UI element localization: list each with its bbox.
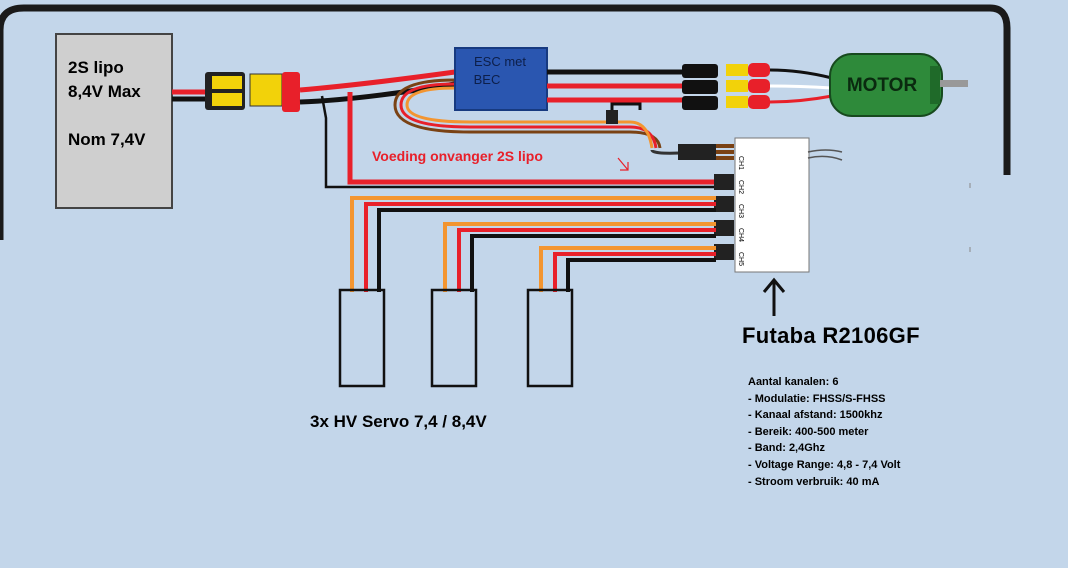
receiver-title: Futaba R2106GF	[742, 323, 920, 348]
motor-lead	[769, 94, 833, 104]
motor-bullet	[726, 64, 748, 76]
power-note-arrow	[617, 157, 629, 171]
motor-bullet	[726, 96, 748, 108]
esc-box	[454, 47, 548, 111]
servo3-ground-wire	[566, 258, 716, 292]
spare-lead	[610, 102, 642, 112]
receiver-channel-ch5: CH5	[737, 252, 744, 266]
receiver-channel-ch3: CH3	[737, 204, 744, 218]
motor-lead	[769, 68, 833, 80]
servo-label: 3x HV Servo 7,4 / 8,4V	[310, 412, 487, 431]
esc-label-line1: ESC met	[474, 54, 526, 69]
channel-connector	[714, 174, 734, 190]
servo2-power-wire	[457, 228, 716, 292]
channel-connector	[714, 220, 734, 236]
motor-plug-black	[682, 80, 718, 94]
receiver-pointer-arrowhead	[762, 277, 786, 293]
receiver-specs: Aantal kanalen: 6 - Modulatie: FHSS/S-FH…	[748, 374, 900, 490]
motor-plug-black	[682, 96, 718, 110]
bec-wire-orange	[405, 86, 654, 149]
bec-plug	[678, 144, 716, 160]
spec-line: - Modulatie: FHSS/S-FHSS	[748, 392, 886, 405]
receiver-channel-ch2: CH2	[737, 180, 744, 194]
battery-max-voltage: 8,4V Max	[68, 82, 141, 101]
spec-line: - Voltage Range: 4,8 - 7,4 Volt	[748, 458, 901, 471]
battery-connector-pin	[212, 93, 242, 106]
servo2-signal-wire	[443, 222, 716, 292]
channel-connector	[714, 196, 734, 212]
receiver-antenna	[807, 155, 843, 161]
motor-label: MOTOR	[847, 75, 918, 96]
servo1-power-wire	[364, 202, 716, 292]
motor-lead	[769, 84, 833, 90]
esc-connector-cap	[282, 72, 300, 112]
motor-bullet-cap	[748, 63, 770, 77]
receiver-power-note: Voeding onvanger 2S lipo	[372, 148, 543, 164]
esc-power-black	[299, 81, 456, 105]
servo-3	[526, 288, 574, 388]
servo1-signal-wire	[350, 196, 716, 292]
battery-box	[55, 33, 173, 209]
servo1-ground-wire	[377, 208, 716, 292]
receiver-box	[734, 137, 810, 273]
esc-connector-body	[249, 73, 283, 107]
spec-line: - Stroom verbruik: 40 mA	[748, 475, 880, 488]
servo-1	[338, 288, 386, 388]
motor-bullet-cap	[748, 95, 770, 109]
spec-line: - Bereik: 400-500 meter	[748, 425, 869, 438]
battery-connector-pin	[212, 76, 242, 89]
spare-lead-plug	[606, 110, 618, 124]
motor-endcap	[930, 66, 940, 104]
esc-power-red	[299, 69, 456, 93]
servo3-signal-wire	[539, 246, 716, 292]
battery-label: 2S lipo 8,4V Max Nom 7,4V	[68, 56, 145, 152]
battery-nominal-voltage: Nom 7,4V	[68, 130, 146, 149]
battery-type: 2S lipo	[68, 58, 124, 77]
bec-wire-bend	[650, 149, 681, 155]
spec-line: - Band: 2,4Ghz	[748, 442, 826, 455]
motor-plug-black	[682, 64, 718, 78]
motor-bullet	[726, 80, 748, 92]
servo2-ground-wire	[470, 234, 716, 292]
servo3-power-wire	[553, 252, 716, 292]
servo-2	[430, 288, 478, 388]
receiver-antenna	[807, 149, 843, 153]
spec-line: Aantal kanalen: 6	[748, 376, 839, 388]
receiver-power-black	[320, 95, 725, 189]
motor-shaft	[940, 80, 968, 87]
channel-connector	[714, 244, 734, 260]
receiver-power-red	[347, 92, 725, 185]
receiver-channel-ch1: CH1	[737, 156, 744, 170]
spec-line: - Kanaal afstand: 1500khz	[748, 409, 883, 422]
esc-label-line2: BEC	[474, 72, 501, 87]
bec-plug-wires	[716, 144, 734, 160]
receiver-channel-ch4: CH4	[737, 228, 744, 242]
panel-frame	[0, 4, 1011, 240]
motor-bullet-cap	[748, 79, 770, 93]
